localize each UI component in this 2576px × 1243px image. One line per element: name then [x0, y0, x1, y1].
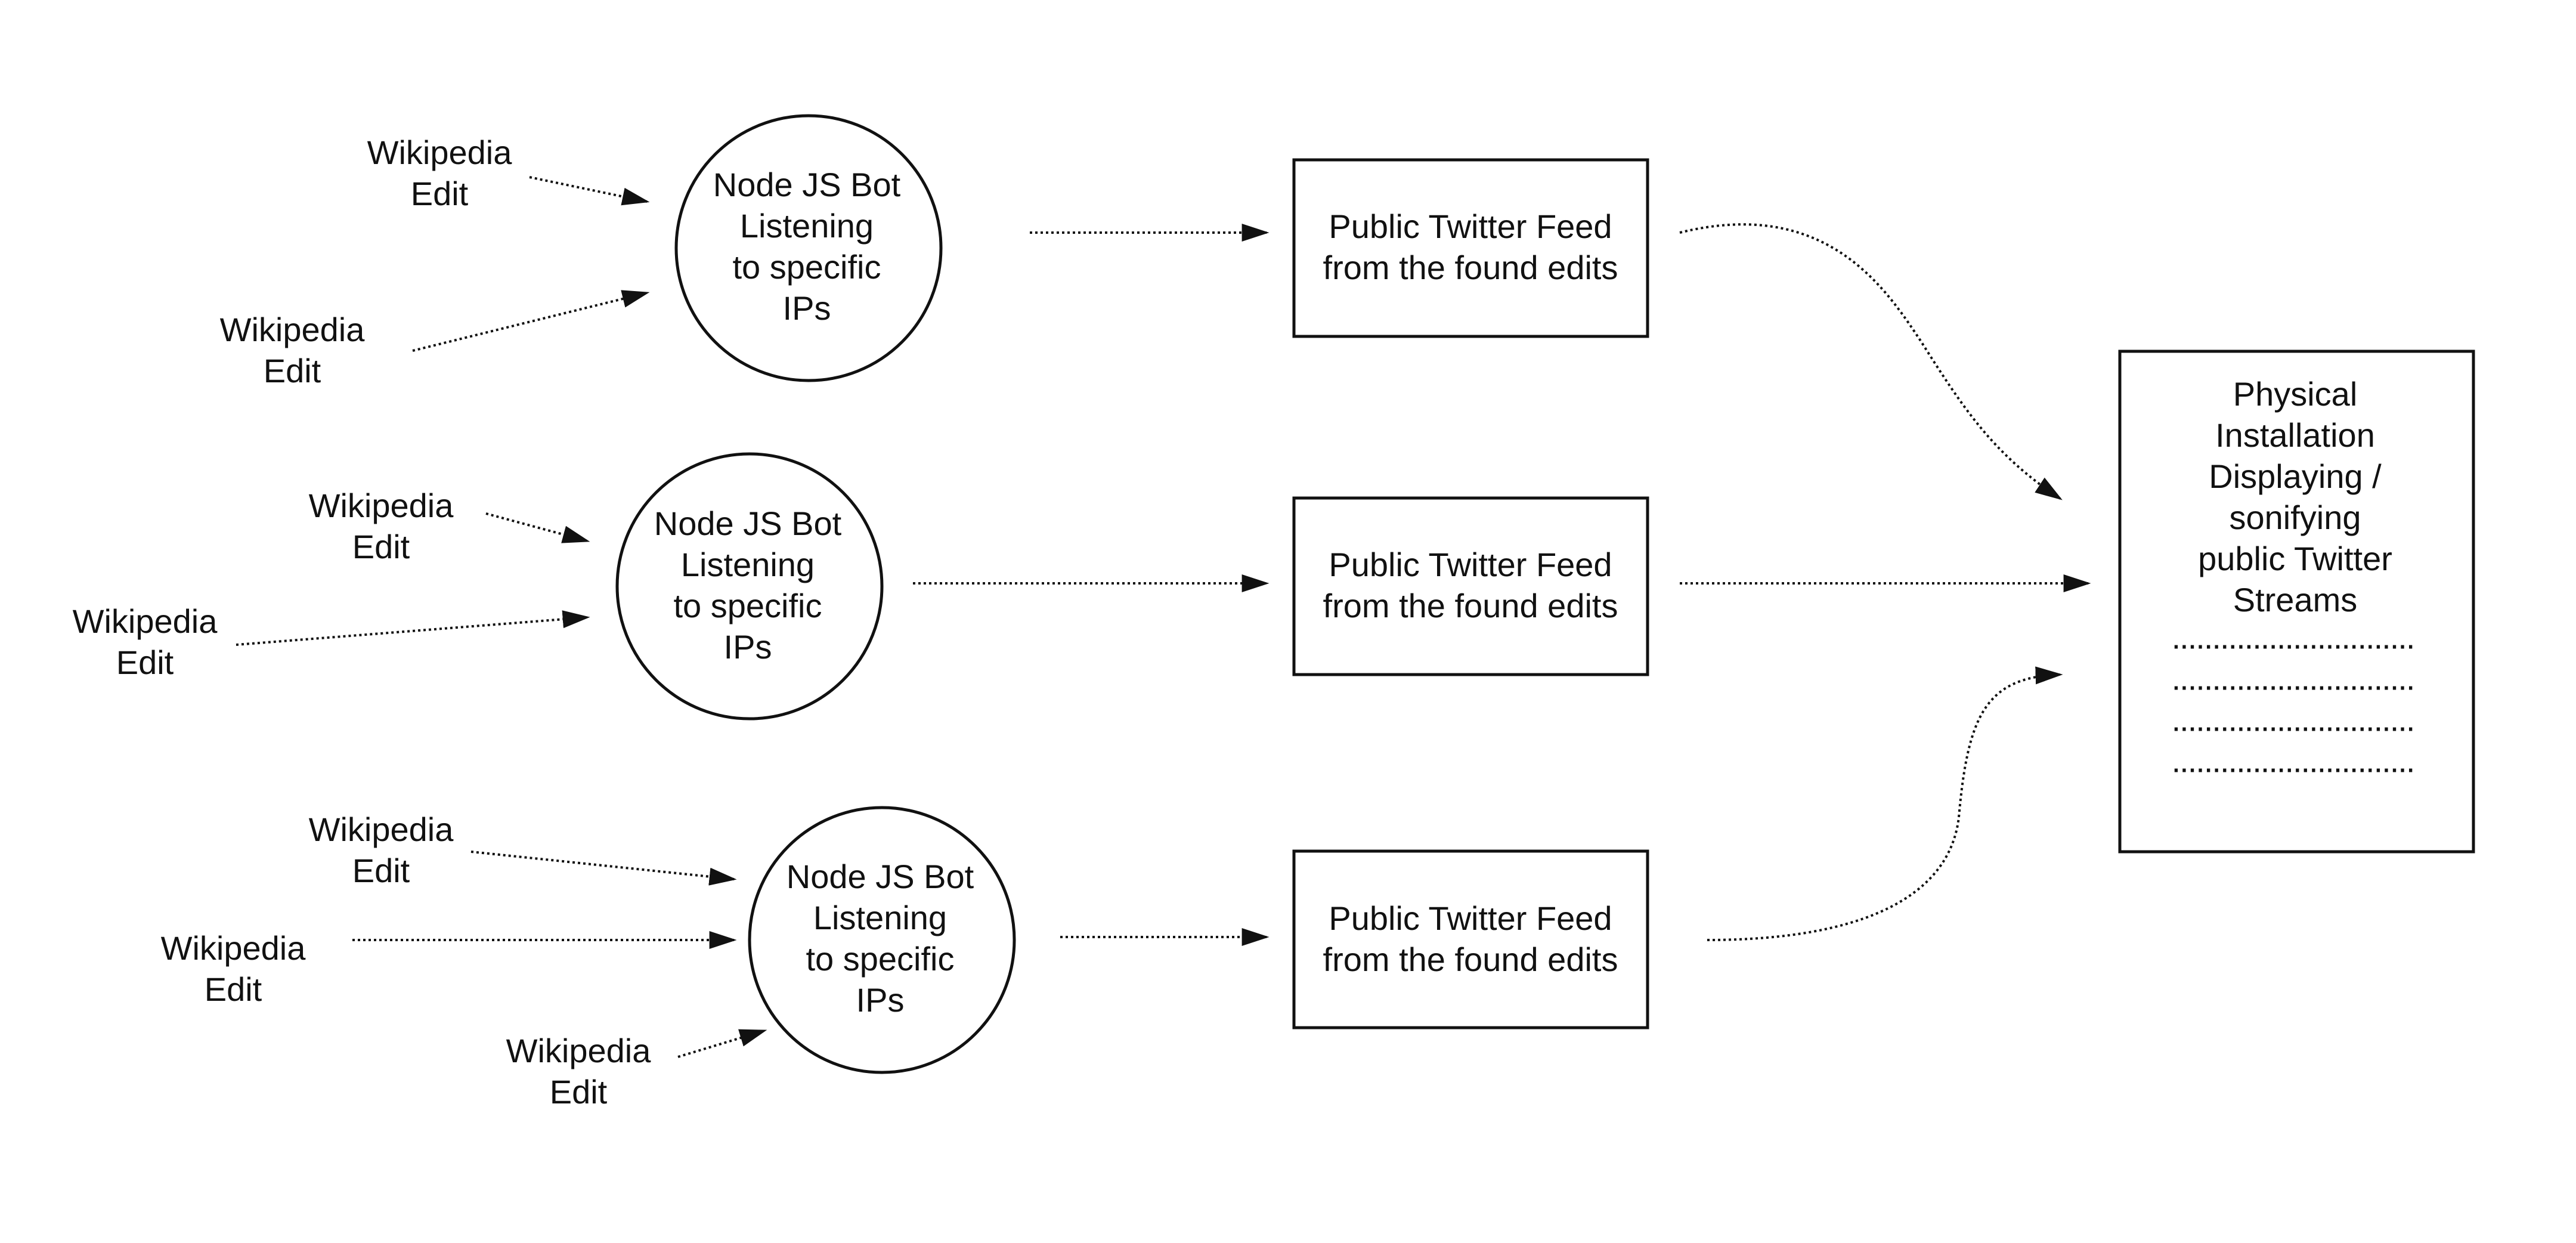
installation-placeholder-line: ..............................: [2171, 700, 2416, 738]
edit-to-bot-3a-arrow: [470, 851, 737, 886]
edit-to-bot-2a-arrow: [485, 512, 590, 543]
feed-node-3-box: [1292, 849, 1649, 1029]
wikipedia-edit-label: Wikipedia Edit: [308, 487, 454, 565]
installation-node-label: Physical Installation Displaying / sonif…: [2198, 375, 2392, 619]
bot-node-2-circle: [615, 452, 884, 721]
installation-placeholder-line: ..............................: [2171, 618, 2416, 656]
feed-to-installation-1-arrow: [1679, 223, 2063, 500]
wikipedia-edit-label: Wikipedia Edit: [308, 811, 454, 889]
wikipedia-edit-label: Wikipedia Edit: [219, 311, 365, 389]
feed-node-label: Public Twitter Feed from the found edits: [1323, 546, 1618, 624]
feed-node-1-box: [1292, 158, 1649, 338]
installation-placeholder-line: ..............................: [2171, 741, 2416, 780]
bot-node-1-circle: [674, 114, 943, 382]
feed-node-label: Public Twitter Feed from the found edits: [1323, 208, 1618, 286]
edit-to-bot-2b-arrow: [236, 610, 590, 646]
feed-node-label: Public Twitter Feed from the found edits: [1323, 899, 1618, 978]
edit-to-bot-1b-arrow: [412, 290, 650, 352]
wikipedia-edit-label: Wikipedia Edit: [506, 1032, 651, 1111]
bot-node-3-circle: [748, 806, 1016, 1074]
feed-node-2-box: [1292, 496, 1649, 676]
edit-to-bot-1a-arrow: [529, 176, 650, 206]
wikipedia-edit-label: Wikipedia Edit: [367, 134, 512, 212]
installation-node-box: [2118, 350, 2475, 854]
wikipedia-edit-label: Wikipedia Edit: [72, 602, 218, 681]
bot-node-label: Node JS Bot Listening to specific IPs: [713, 166, 901, 327]
edit-to-bot-3c-arrow: [677, 1029, 767, 1058]
bot-node-label: Node JS Bot Listening to specific IPs: [786, 858, 974, 1019]
feed-to-installation-3-arrow: [1707, 666, 2063, 941]
installation-placeholder-line: ..............................: [2171, 659, 2416, 697]
bot-node-label: Node JS Bot Listening to specific IPs: [654, 505, 842, 666]
wikipedia-edit-label: Wikipedia Edit: [160, 929, 306, 1008]
